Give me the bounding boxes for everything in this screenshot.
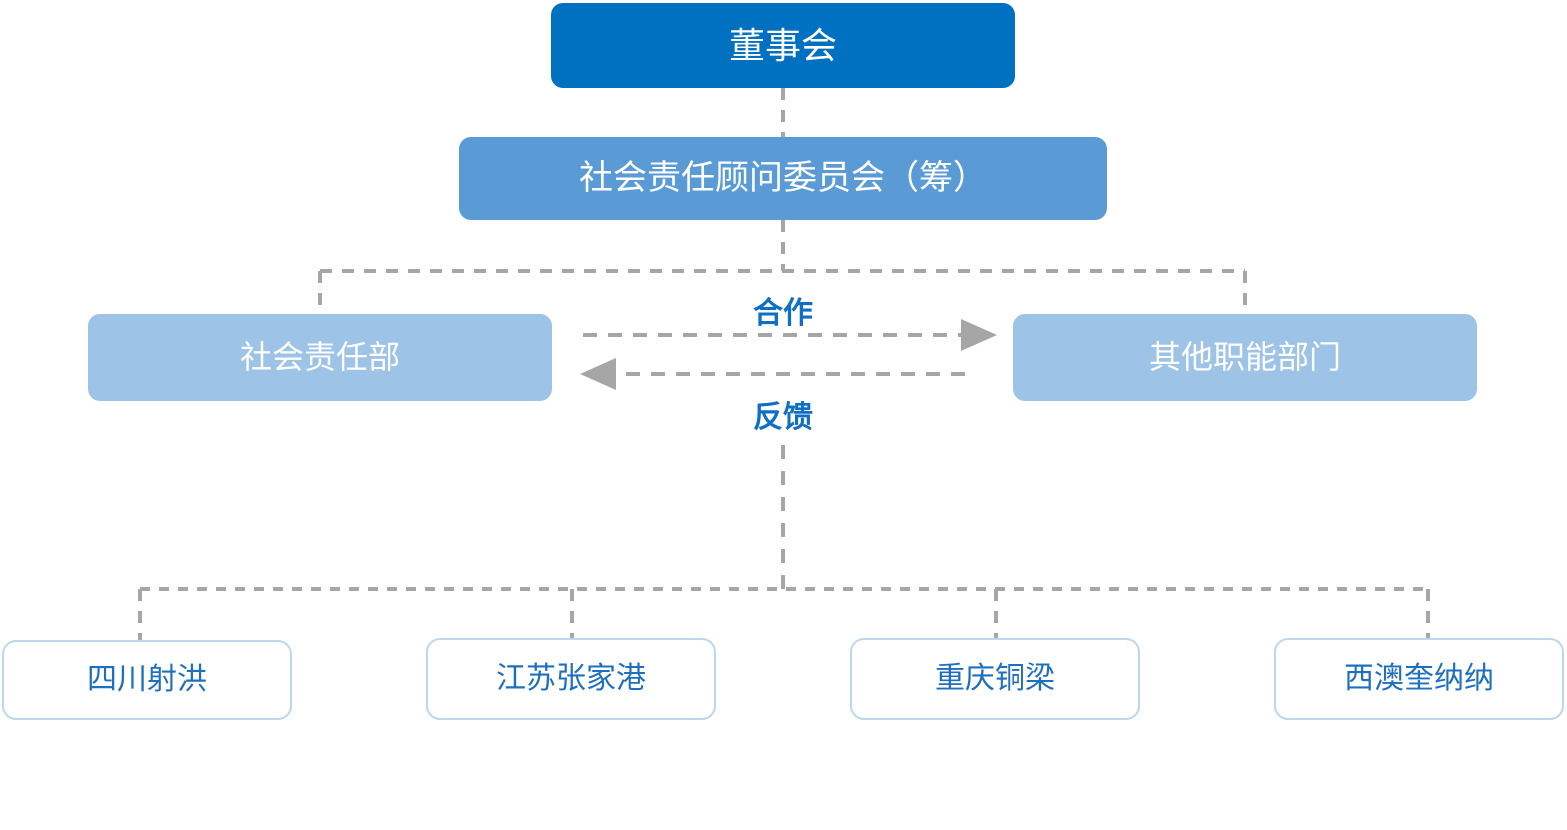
node-site-australia-label: 西澳奎纳纳 [1344,662,1494,695]
node-committee-label: 社会责任顾问委员会（筹） [579,159,987,198]
node-other-depts-label: 其他职能部门 [1148,339,1341,376]
node-site-sichuan-label: 四川射洪 [87,663,207,696]
node-site-jiangsu-label: 江苏张家港 [496,662,646,695]
node-board-label: 董事会 [728,24,837,66]
node-site-chongqing[interactable]: 重庆铜梁 [850,638,1140,720]
node-site-australia[interactable]: 西澳奎纳纳 [1274,638,1564,720]
node-site-jiangsu[interactable]: 江苏张家港 [426,638,716,720]
node-site-chongqing-label: 重庆铜梁 [935,662,1055,695]
node-site-sichuan[interactable]: 四川射洪 [2,640,292,720]
node-committee[interactable]: 社会责任顾问委员会（筹） [459,137,1107,220]
edge-label-feedback: 反馈 [753,401,813,434]
edge-label-cooperation: 合作 [753,297,813,330]
node-board[interactable]: 董事会 [551,3,1015,88]
node-csr-dept[interactable]: 社会责任部 [88,314,552,401]
node-other-depts[interactable]: 其他职能部门 [1013,314,1477,401]
node-csr-dept-label: 社会责任部 [239,339,400,376]
